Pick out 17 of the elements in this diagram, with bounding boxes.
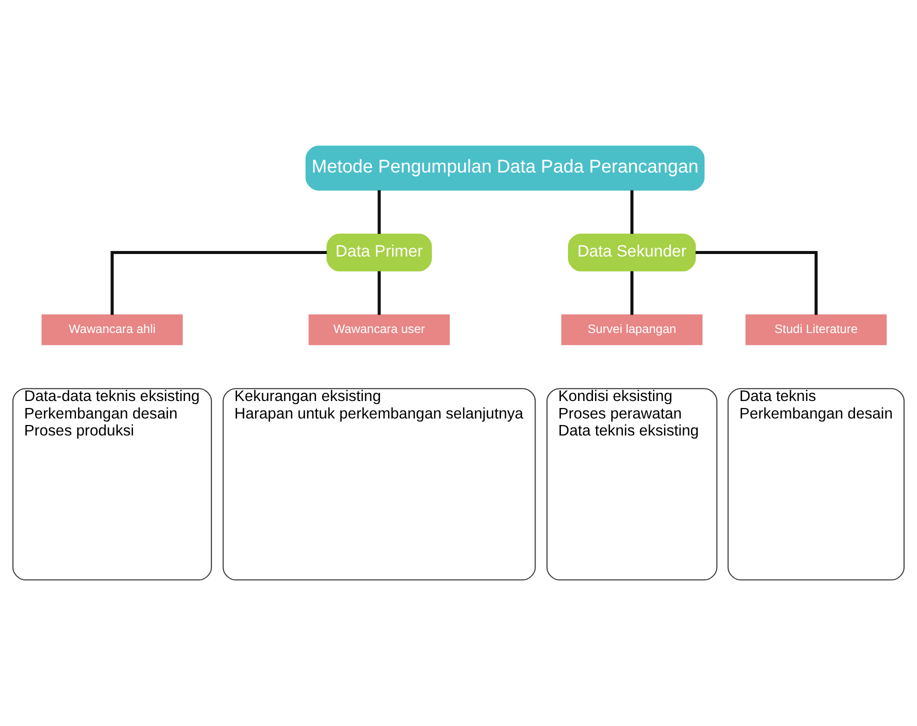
node-box: Metode Pengumpulan Data Pada Perancangan [306,146,705,191]
node-box: Kekurangan eksisting Harapan untuk perkembangan selanjutnya [222,388,536,580]
node-box: Wawancara user [308,314,450,346]
node-box: Kondisi eksisting Proses perawatan Data teknis eksisting [546,388,718,580]
connector [378,190,381,234]
connector [630,271,634,315]
node-box: Survei lapangan [561,314,703,346]
node-box: Data Primer [326,234,432,272]
node-box: Data-data teknis eksisting Perkembangan desain Proses produksi [12,388,212,580]
node-box: Wawancara ahli [42,314,183,346]
connector [110,250,327,315]
connector [696,250,818,315]
connector [630,190,634,234]
node-box: Data Sekunder [568,234,696,272]
connector [378,271,381,315]
node-box: Data teknis Perkembangan desain [728,388,905,580]
node-box: Studi Literature [746,314,887,346]
